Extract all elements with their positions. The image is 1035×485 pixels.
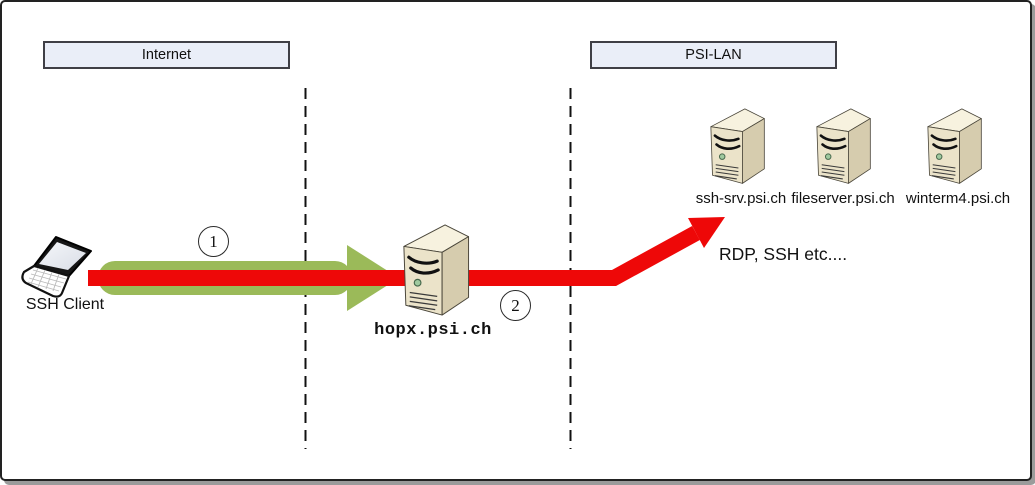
step-2-badge: 2 — [500, 290, 531, 321]
step-2-number: 2 — [511, 295, 520, 315]
jump-host-label: hopx.psi.ch — [374, 321, 492, 340]
server-label-fileserver: fileserver.psi.ch — [791, 190, 895, 207]
zone-box-internet: Internet — [43, 41, 290, 69]
step-1-number: 1 — [209, 231, 218, 251]
zone-label-internet: Internet — [141, 47, 192, 63]
server-label-winterm4: winterm4.psi.ch — [905, 190, 1011, 207]
server-label-ssh-srv: ssh-srv.psi.ch — [695, 190, 787, 207]
zone-label-psi-lan: PSI-LAN — [685, 47, 742, 63]
laptop-icon — [21, 236, 92, 298]
protocols-note: RDP, SSH etc.... — [719, 244, 848, 264]
jump-host-server-icon — [402, 223, 471, 317]
ssh-client-label: SSH Client — [25, 296, 105, 313]
server-icon-ssh-srv — [709, 107, 766, 185]
diagram-graphics — [21, 88, 983, 449]
step-1-badge: 1 — [198, 226, 229, 257]
step2-arrow — [88, 217, 725, 286]
server-icon-winterm4 — [926, 107, 983, 185]
zone-box-psi-lan: PSI-LAN — [590, 41, 837, 69]
server-icon-fileserver — [815, 107, 872, 185]
